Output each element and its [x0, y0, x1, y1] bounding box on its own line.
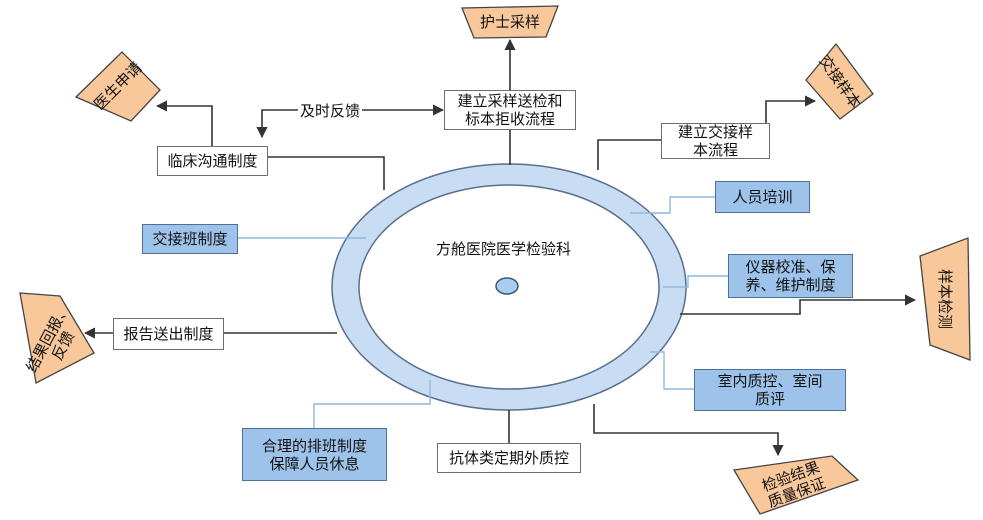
collection-process-box: 建立采样送检和 标本拒收流程 — [444, 90, 576, 130]
tag-doctor-request-shape — [74, 51, 161, 122]
quality-control-box: 室内质控、室间 质评 — [694, 369, 846, 411]
connector-instrument — [663, 275, 728, 288]
tag-sample-testing-shape — [919, 237, 971, 361]
tag-result-feedback-shape — [19, 292, 95, 384]
antibody-qc-box: 抗体类定期外质控 — [437, 443, 581, 473]
sample-testing-tag: 样本检测 — [936, 268, 955, 329]
connector-handover-ring — [597, 139, 661, 170]
tag-quality-assurance-shape — [732, 455, 860, 515]
instrument-maintenance-box: 仪器校准、保 养、维护制度 — [728, 254, 853, 298]
connector-scheduling — [313, 380, 431, 428]
shift-handover-box: 交接班制度 — [142, 224, 238, 254]
staff-training-box: 人员培训 — [715, 181, 810, 213]
feedback-label: 及时反馈 — [298, 100, 363, 121]
center-dot — [495, 277, 519, 295]
center-title: 方舱医院医学检验科 — [436, 240, 572, 258]
connector-qc — [650, 351, 694, 390]
connector-feedback — [256, 104, 445, 139]
clinical-communication-box: 临床沟通制度 — [157, 146, 268, 176]
scheduling-box: 合理的排班制度 保障人员休息 — [242, 428, 387, 481]
connector-handover-out — [765, 95, 817, 123]
connector-clinical-doctor — [155, 100, 213, 146]
connector-testing — [680, 294, 917, 315]
connector-training — [630, 196, 715, 214]
tag-nurse-sampling-shape — [461, 5, 559, 39]
report-dispatch-box: 报告送出制度 — [113, 318, 224, 350]
handover-process-box: 建立交接样 本流程 — [661, 123, 770, 159]
tag-sample-handover-shape — [805, 42, 874, 120]
connector-clinical-ring — [268, 156, 385, 190]
nurse-sampling-tag: 护士采样 — [479, 12, 540, 31]
connector-quality — [593, 404, 784, 457]
